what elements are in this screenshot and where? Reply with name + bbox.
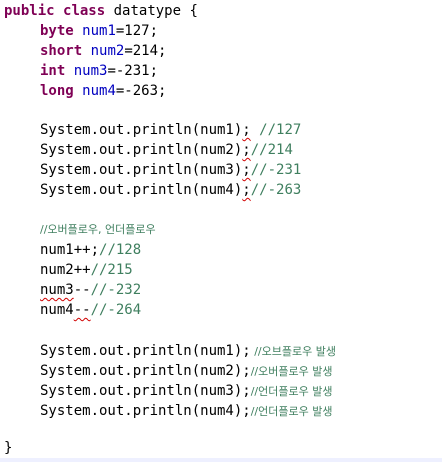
print-statement: System.out.println(num4)	[40, 182, 243, 198]
type-keyword: int	[40, 63, 66, 79]
decl-line-4: long num4=-263;	[40, 81, 166, 101]
comment: //언더플로우 발생	[250, 385, 333, 398]
decrement-warning[interactable]: --	[73, 302, 91, 318]
comment: //128	[99, 242, 142, 258]
comment: //-232	[90, 282, 142, 298]
increment-line-1: num1++;//128	[40, 240, 141, 260]
print-line-2: System.out.println(num2);//214	[40, 140, 293, 160]
variable-name: num2	[90, 43, 125, 59]
type-keyword: long	[40, 83, 74, 99]
decrement-statement: num4	[40, 302, 74, 318]
decrement-warning[interactable]: num3	[40, 282, 74, 298]
class-declaration-line: public class datatype {	[4, 1, 198, 21]
print-statement: System.out.println(num4);	[40, 403, 251, 419]
print-line-5: System.out.println(num1); //오브플로우 발생	[40, 341, 336, 361]
print-line-7: System.out.println(num3);//언더플로우 발생	[40, 381, 332, 401]
print-statement: System.out.println(num1);	[40, 343, 251, 359]
print-line-6: System.out.println(num2);//오버플로우 발생	[40, 361, 332, 381]
initializer: =-231;	[107, 63, 159, 79]
comment: //214	[250, 142, 293, 158]
comment: //언더플로우 발생	[250, 405, 333, 418]
closing-brace-line: }	[4, 438, 12, 458]
comment: //-263	[250, 182, 302, 198]
keyword-public: public	[4, 3, 55, 19]
keyword-class: class	[63, 3, 106, 19]
variable-name: num1	[82, 23, 116, 39]
type-keyword: byte	[40, 23, 74, 39]
closing-brace: }	[4, 440, 13, 456]
comment: //-264	[90, 302, 142, 318]
print-line-8: System.out.println(num4);//언더플로우 발생	[40, 401, 332, 421]
comment: //127	[250, 122, 302, 138]
print-statement: System.out.println(num3);	[40, 383, 251, 399]
print-statement: System.out.println(num2);	[40, 363, 251, 379]
increment-line-2: num2++//215	[40, 260, 133, 280]
overflow-comment: //오버플로우, 언더플로우	[40, 223, 156, 236]
print-line-1: System.out.println(num1); //127	[40, 120, 301, 140]
semicolon-warning[interactable]: ;	[242, 182, 251, 198]
increment-statement: num2++	[40, 262, 91, 278]
decrement-operator: --	[73, 282, 91, 298]
comment: //215	[90, 262, 133, 278]
print-statement: System.out.println(num1)	[40, 122, 243, 138]
initializer: =127;	[115, 23, 159, 39]
increment-statement: num1++;	[40, 242, 100, 258]
print-statement: System.out.println(num3)	[40, 162, 243, 178]
type-keyword: short	[40, 43, 83, 59]
variable-name: num3	[73, 63, 108, 79]
print-statement: System.out.println(num2)	[40, 142, 243, 158]
initializer: =-263;	[115, 83, 167, 99]
decl-line-1: byte num1=127;	[40, 21, 158, 41]
current-line-highlight	[0, 458, 442, 462]
variable-name: num4	[82, 83, 116, 99]
comment: //오브플로우 발생	[250, 345, 336, 358]
decl-line-2: short num2=214;	[40, 41, 166, 61]
comment: //-231	[250, 162, 302, 178]
semicolon-warning[interactable]: ;	[242, 142, 251, 158]
class-name: datatype {	[105, 3, 198, 19]
semicolon-warning[interactable]: ;	[242, 122, 251, 138]
decrement-line-2: num4--//-264	[40, 300, 141, 320]
initializer: =214;	[124, 43, 167, 59]
comment: //오버플로우 발생	[250, 365, 333, 378]
print-line-3: System.out.println(num3);//-231	[40, 160, 301, 180]
decl-line-3: int num3=-231;	[40, 61, 158, 81]
print-line-4: System.out.println(num4);//-263	[40, 180, 301, 200]
semicolon-warning[interactable]: ;	[242, 162, 251, 178]
decrement-line-1: num3--//-232	[40, 280, 141, 300]
